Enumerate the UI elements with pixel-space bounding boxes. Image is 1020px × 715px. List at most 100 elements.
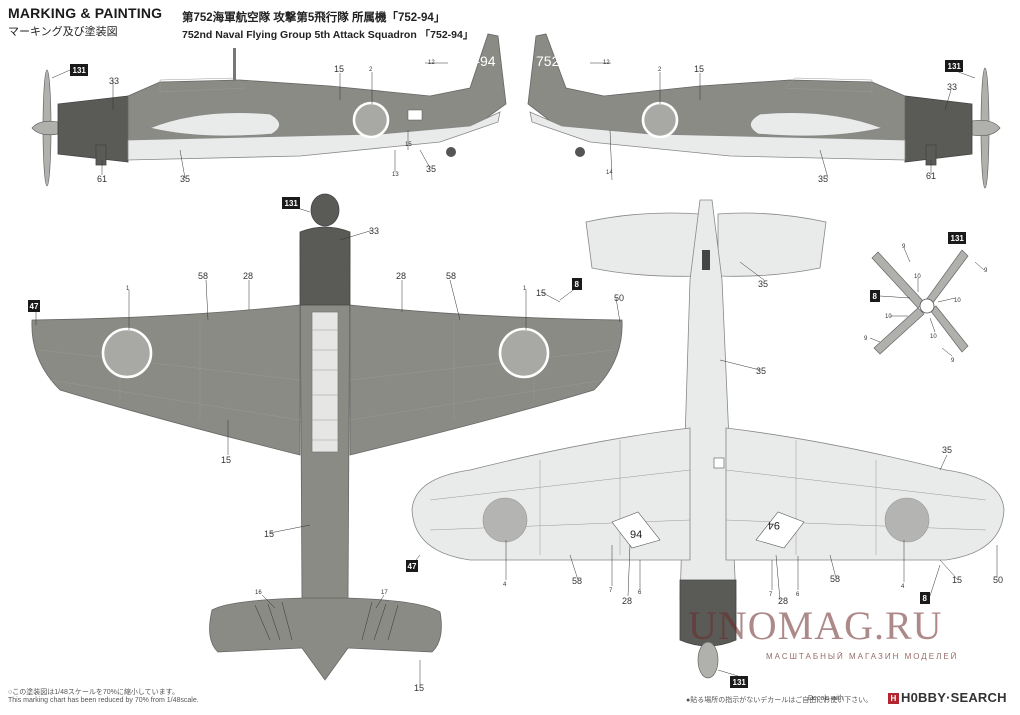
callout-15: 15	[536, 288, 546, 298]
decal-callout-131	[948, 232, 966, 244]
canopy-frames	[312, 329, 338, 441]
scale-note-en: This marking chart has been reduced by 7…	[8, 697, 199, 704]
watermark-tagline: МАСШТАБНЫЙ МАГАЗИН МОДЕЛЕЙ	[766, 652, 959, 661]
page-title: MARKING & PAINTING	[8, 5, 163, 21]
callout-4: 4	[901, 584, 905, 590]
callout-10: 10	[954, 298, 961, 304]
callout-50: 50	[614, 293, 624, 303]
callout-9: 9	[864, 336, 868, 342]
antenna-mast	[233, 48, 236, 80]
brand-name: H0BBY·SEARCH	[901, 690, 1007, 705]
callout-35: 35	[818, 174, 828, 184]
propeller-detail	[871, 249, 969, 355]
tail-code-left: 752-94	[452, 53, 496, 69]
callout-35: 35	[180, 174, 190, 184]
callout-15: 15	[694, 64, 704, 74]
elevator-stripes	[254, 601, 399, 641]
callout-28: 28	[243, 271, 253, 281]
right-wing-upper	[349, 304, 623, 456]
aircraft-caption-jp: 第752海軍航空隊 攻撃第5飛行隊 所属機「752-94」	[182, 12, 446, 24]
callout-58: 58	[198, 271, 208, 281]
stencil-panel	[407, 109, 423, 121]
fuselage-underside	[529, 111, 906, 161]
decal-number-8: 8	[873, 292, 878, 301]
callout-10: 10	[930, 334, 937, 340]
callout-33: 33	[947, 82, 957, 92]
spinner-bottom	[697, 641, 719, 679]
prop-blade	[925, 249, 969, 305]
callout-9: 9	[984, 268, 988, 274]
leader-lines	[35, 62, 621, 685]
callout-1: 1	[523, 286, 527, 292]
callout-61: 61	[97, 174, 107, 184]
tail-code-right: 752-94	[536, 53, 580, 69]
leader-lines	[869, 247, 985, 357]
canopy-top	[311, 311, 339, 453]
left-side-view: 752-94	[31, 33, 507, 187]
cowling-top	[299, 226, 351, 306]
callout-15: 15	[334, 64, 344, 74]
decal-number-131: 131	[733, 678, 747, 687]
callout-9: 9	[951, 358, 955, 364]
decal-number-8: 8	[923, 594, 928, 603]
aircraft-caption-en: 752nd Naval Flying Group 5th Attack Squa…	[182, 29, 474, 41]
gear-door-right	[755, 511, 805, 549]
tailplane-lower-right	[717, 212, 827, 277]
decal-number-8: 8	[575, 280, 580, 289]
callout-6: 6	[638, 590, 642, 596]
callout-28: 28	[778, 596, 788, 606]
spinner-top	[310, 193, 340, 227]
callout-15: 15	[952, 575, 962, 585]
wing-root	[148, 112, 280, 137]
callout-14: 14	[606, 170, 613, 176]
bottom-view: 94 94	[411, 199, 1005, 679]
callout-15: 15	[405, 142, 412, 148]
decal-number-131: 131	[948, 62, 962, 71]
right-side-view: 752-94	[527, 33, 1001, 189]
callout-35: 35	[426, 164, 436, 174]
wing-root	[750, 112, 884, 137]
watermark-site: UNOMAG.RU	[688, 603, 943, 648]
decal-number-131: 131	[951, 234, 965, 243]
decal-callout-131	[282, 197, 300, 209]
wing-panel-lines	[725, 440, 987, 555]
fuselage-underside	[127, 111, 501, 161]
wing-panel-lines	[349, 322, 615, 421]
callout-9: 9	[902, 244, 906, 250]
callout-58: 58	[830, 574, 840, 584]
callout-2: 2	[369, 67, 373, 73]
callout-7: 7	[609, 588, 613, 594]
callout-50: 50	[993, 575, 1003, 585]
callout-33: 33	[369, 226, 379, 236]
decal-number-131: 131	[73, 66, 87, 75]
hinomaru-lower-left	[482, 497, 528, 543]
hinomaru-fuselage-left	[352, 101, 390, 139]
decal-number-47: 47	[408, 562, 417, 571]
callout-7: 7	[769, 592, 773, 598]
decal-callout-47	[406, 560, 418, 572]
brand-icon: H	[888, 693, 899, 704]
callout-17: 17	[381, 590, 388, 596]
tailplane-lower-left	[585, 212, 701, 277]
left-wing-upper	[31, 304, 301, 456]
decal-callout-131	[70, 64, 88, 76]
hinomaru-lower-right	[884, 497, 930, 543]
callouts: 131 131 131 131 131 47 47 8 8 8 33 33 33…	[28, 60, 1003, 693]
spinner	[31, 120, 59, 136]
callout-35: 35	[942, 445, 952, 455]
cowling	[904, 95, 973, 163]
callout-15: 15	[264, 529, 274, 539]
oil-cooler	[95, 144, 107, 166]
callout-1: 1	[126, 286, 130, 292]
gear-door-number-left: 94	[630, 529, 642, 541]
tail-wheel	[446, 147, 456, 157]
gear-door-left	[611, 511, 661, 549]
callout-28: 28	[396, 271, 406, 281]
callout-61: 61	[926, 171, 936, 181]
callout-28: 28	[622, 596, 632, 606]
callout-35: 35	[756, 366, 766, 376]
decal-callout-8	[870, 290, 880, 302]
decal-callout-47	[28, 300, 40, 312]
stencil-square	[713, 457, 725, 469]
